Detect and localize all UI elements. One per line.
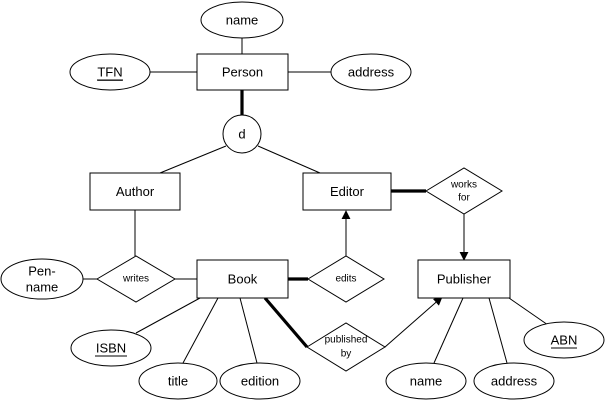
relationship-published-by-label-2: by	[341, 349, 352, 360]
specialization-author-line	[159, 145, 227, 174]
entity-editor[interactable]: Editor	[302, 172, 392, 211]
relationship-works-for-label-2: for	[458, 193, 470, 204]
connectors	[83, 38, 549, 364]
attribute-publisher-address-label: address	[491, 374, 538, 389]
attribute-book-title-label: title	[168, 374, 188, 389]
entity-author[interactable]: Author	[89, 172, 181, 211]
entity-book[interactable]: Book	[196, 259, 289, 299]
book-edition-line	[239, 297, 258, 364]
book-title-line	[182, 297, 219, 364]
attribute-person-name-label: name	[226, 13, 259, 28]
relationship-edits[interactable]: edits	[307, 255, 385, 303]
specialization-editor-line	[257, 145, 321, 174]
specialization-circle[interactable]: d	[222, 114, 262, 154]
book-isbn-line	[135, 297, 201, 334]
attribute-person-address-label: address	[348, 65, 395, 80]
publishedby-publisher-arrow[interactable]	[384, 296, 443, 348]
attribute-pen-name-label-2: name	[26, 280, 59, 295]
entity-author-label: Author	[116, 184, 155, 199]
attribute-book-isbn[interactable]: ISBN	[70, 329, 152, 367]
publisher-abn-line	[508, 297, 549, 326]
book-publishedby-line[interactable]	[263, 296, 309, 349]
entity-publisher-label: Publisher	[437, 272, 492, 287]
attribute-person-name[interactable]: name	[200, 1, 284, 39]
relationship-works-for-label-1: works	[450, 180, 477, 191]
relationship-edits-label: edits	[335, 274, 356, 285]
attribute-book-isbn-label: ISBN	[96, 341, 126, 356]
attribute-person-tfn-label: TFN	[97, 65, 122, 80]
attribute-publisher-name[interactable]: name	[385, 362, 467, 400]
attribute-book-edition-label: edition	[241, 374, 279, 389]
attribute-person-tfn[interactable]: TFN	[69, 53, 151, 91]
attribute-publisher-address[interactable]: address	[473, 362, 555, 400]
specialization-label: d	[238, 127, 245, 142]
entity-editor-label: Editor	[330, 184, 365, 199]
attribute-publisher-abn-label: ABN	[551, 333, 578, 348]
relationship-writes-label: writes	[122, 274, 149, 285]
attribute-book-title[interactable]: title	[138, 362, 218, 400]
relationship-published-by[interactable]: published by	[306, 322, 386, 372]
publisher-address-line	[488, 297, 508, 364]
publisher-name-line	[433, 297, 464, 364]
entity-publisher[interactable]: Publisher	[417, 259, 511, 299]
attribute-publisher-abn[interactable]: ABN	[523, 321, 605, 359]
attribute-pen-name-label-1: Pen-	[28, 264, 55, 279]
attribute-publisher-name-label: name	[410, 374, 443, 389]
relationship-published-by-label-1: published	[325, 335, 368, 346]
entity-book-label: Book	[228, 272, 258, 287]
relationship-works-for[interactable]: works for	[425, 167, 503, 215]
attribute-book-edition[interactable]: edition	[219, 362, 301, 400]
entity-person-label: Person	[222, 65, 263, 80]
attribute-person-address[interactable]: address	[330, 53, 412, 91]
relationship-writes[interactable]: writes	[96, 255, 176, 303]
entity-person[interactable]: Person	[196, 53, 289, 91]
attribute-pen-name[interactable]: Pen- name	[0, 258, 84, 300]
